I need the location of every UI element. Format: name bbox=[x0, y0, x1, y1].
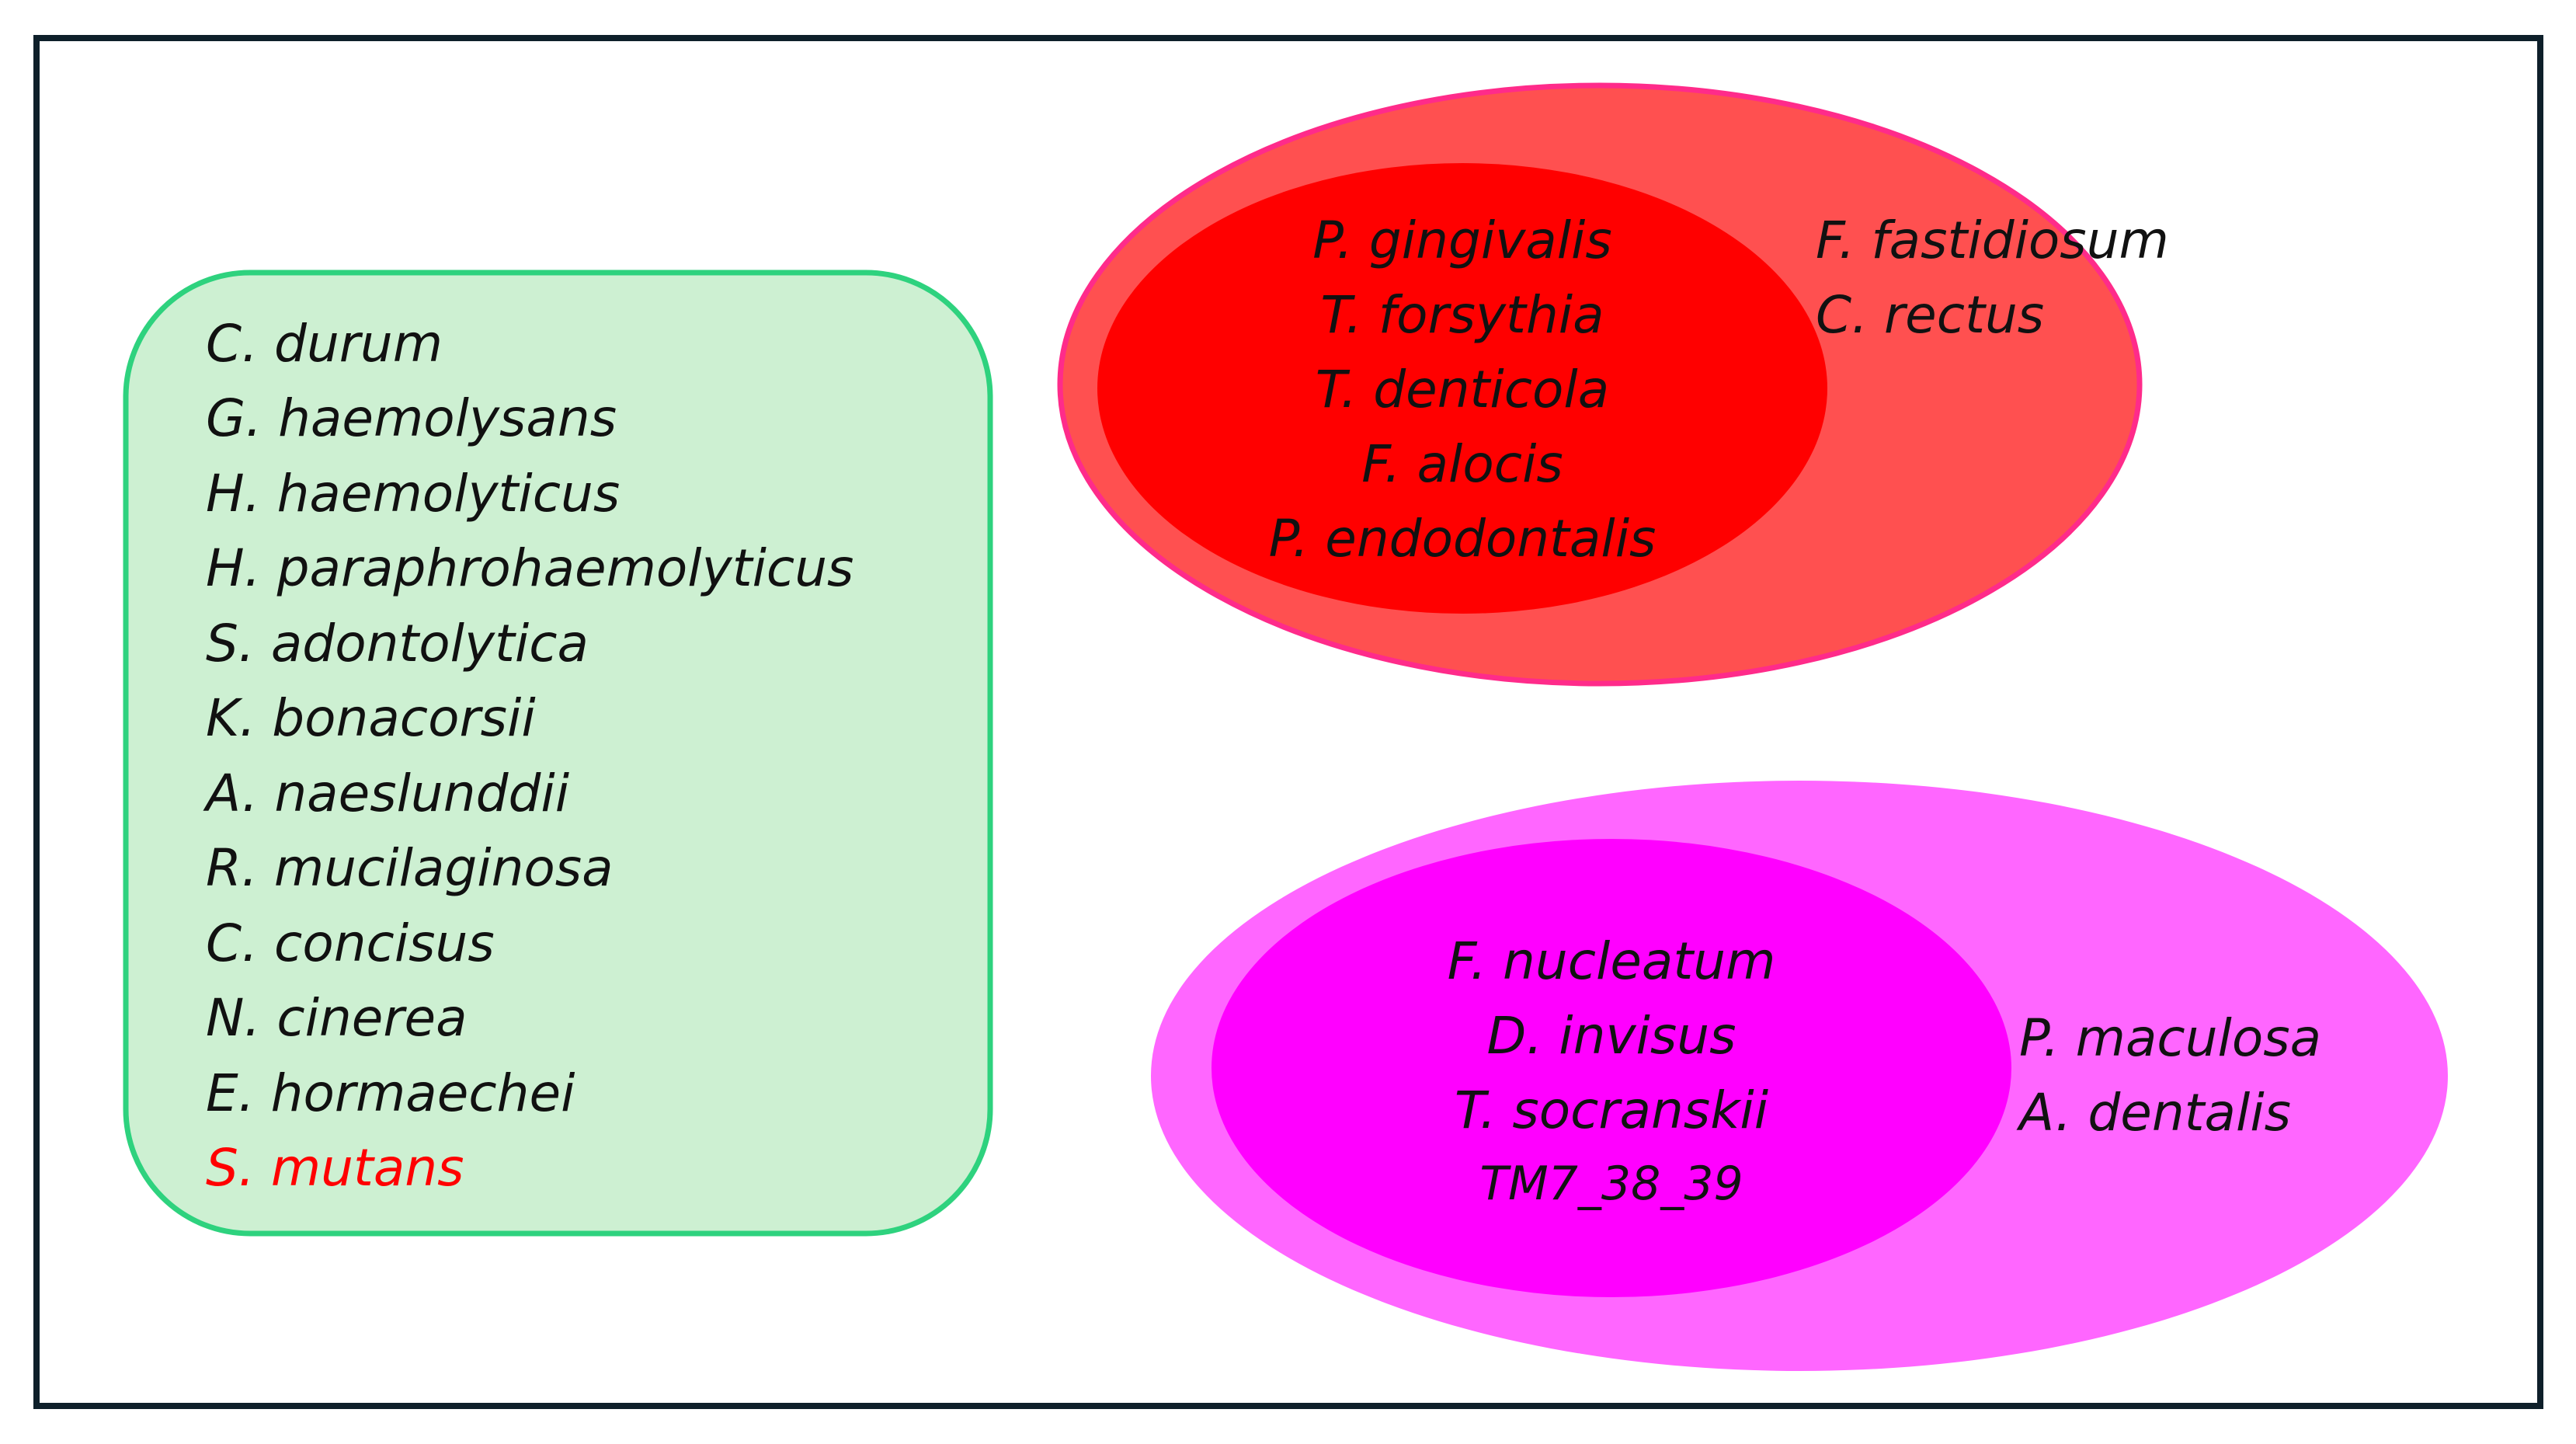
magenta-inner-species-label: D. invisus bbox=[1487, 1006, 1736, 1066]
red-outer-species-label: C. rectus bbox=[1816, 285, 2044, 345]
red-inner-species-label: T. denticola bbox=[1316, 360, 1609, 419]
red-outer-species-label: F. fastidiosum bbox=[1816, 211, 2169, 270]
green-species-label: E. hormaechei bbox=[206, 1063, 575, 1123]
green-species-list: C. durum G. haemolysans H. haemolyticus … bbox=[203, 314, 853, 1198]
magenta-outer-species-label: A. dentalis bbox=[2016, 1083, 2291, 1143]
diagram-frame bbox=[33, 35, 2543, 1409]
magenta-inner-species-label: T. socranskii bbox=[1455, 1080, 1769, 1140]
green-species-label: N. cinerea bbox=[206, 988, 468, 1048]
red-inner-ellipse bbox=[1097, 163, 1827, 614]
green-species-label: R. mucilaginosa bbox=[206, 838, 614, 898]
magenta-inner-ellipse bbox=[1212, 839, 2011, 1297]
green-species-label: C. concisus bbox=[206, 913, 495, 973]
green-species-label: G. haemolysans bbox=[206, 388, 617, 448]
green-species-label: H. paraphrohaemolyticus bbox=[206, 538, 853, 598]
red-inner-species-label: P. gingivalis bbox=[1312, 211, 1612, 270]
green-species-label: C. durum bbox=[206, 314, 443, 374]
magenta-inner-species-label: F. nucleatum bbox=[1448, 931, 1776, 991]
green-species-box bbox=[123, 270, 993, 1237]
red-inner-species-label: T. forsythia bbox=[1320, 285, 1604, 345]
red-outer-species-list: F. fastidiosum C. rectus bbox=[1816, 211, 2169, 345]
red-inner-species-list: P. gingivalis T. forsythia T. denticola … bbox=[1269, 211, 1656, 569]
green-species-label: H. haemolyticus bbox=[206, 464, 620, 524]
magenta-inner-species-list: F. nucleatum D. invisus T. socranskii TM… bbox=[1448, 931, 1776, 1211]
magenta-outer-species-list: P. maculosa A. dentalis bbox=[2016, 1008, 2321, 1143]
green-species-label: A. naeslunddii bbox=[203, 764, 570, 823]
magenta-outer-species-label: P. maculosa bbox=[2019, 1008, 2321, 1068]
green-species-label: K. bonacorsii bbox=[206, 688, 536, 748]
green-species-label: S. adontolytica bbox=[206, 614, 589, 673]
red-inner-species-label: P. endodontalis bbox=[1269, 509, 1656, 569]
green-species-label-highlighted: S. mutans bbox=[206, 1138, 464, 1198]
red-inner-species-label: F. alocis bbox=[1361, 434, 1563, 494]
magenta-inner-species-label: TM7_38_39 bbox=[1479, 1157, 1743, 1211]
